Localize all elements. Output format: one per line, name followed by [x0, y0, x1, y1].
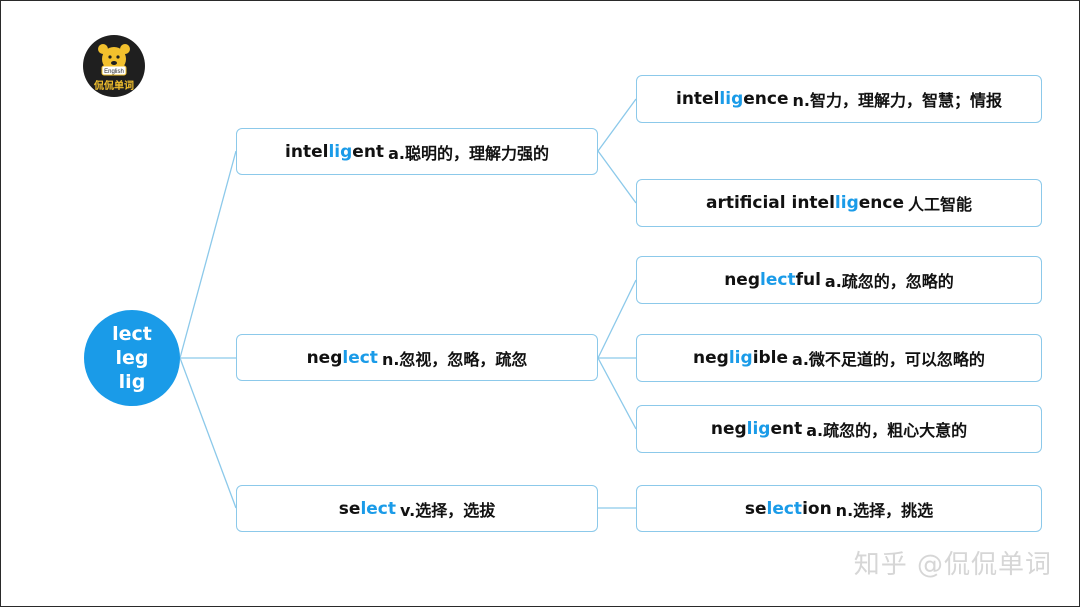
- node-negligible: negligible a.微不足道的，可以忽略的: [636, 334, 1042, 382]
- link-neglect-neglectful: [597, 279, 637, 359]
- word-root: lect: [342, 347, 378, 368]
- definition: a.疏忽的，粗心大意的: [806, 421, 968, 440]
- word-prefix: neg: [306, 347, 343, 368]
- word: selection: [745, 499, 832, 519]
- word-suffix: ful: [795, 270, 821, 290]
- word-suffix: ion: [802, 498, 832, 519]
- definition: n.智力，理解力，智慧；情报: [792, 91, 1002, 110]
- word-root: lect: [360, 498, 396, 519]
- logo-badge-text: English: [104, 69, 124, 75]
- definition: 人工智能: [908, 195, 973, 214]
- node-intelligent: intelligent a.聪明的，理解力强的: [236, 128, 598, 175]
- word-suffix: ent: [352, 141, 385, 162]
- word: select: [339, 499, 396, 519]
- word-suffix: ent: [770, 419, 803, 439]
- word-suffix: ible: [752, 348, 789, 368]
- node-artificial-intelligence: artificial intelligence 人工智能: [636, 179, 1042, 227]
- word: intelligent: [285, 142, 384, 162]
- word-root: lig: [719, 89, 744, 109]
- definition: a.聪明的，理解力强的: [388, 143, 549, 163]
- node-neglectful: neglectful a.疏忽的，忽略的: [636, 256, 1042, 304]
- link-neglect-negligent: [597, 357, 637, 430]
- link-intelligent-intelligence: [597, 98, 637, 152]
- word: negligible: [693, 348, 788, 368]
- word-prefix: neg: [710, 419, 747, 439]
- watermark: 知乎 @侃侃单词: [853, 550, 1052, 580]
- root-line: lect: [112, 323, 152, 345]
- word-root: lect: [766, 498, 803, 519]
- word-root: lig: [746, 419, 771, 439]
- word-root: lig: [328, 141, 353, 162]
- word-suffix: ence: [743, 89, 789, 109]
- definition: a.微不足道的，可以忽略的: [792, 350, 985, 369]
- word-root: lig: [834, 193, 859, 213]
- word-prefix: intel: [285, 141, 329, 162]
- link-intelligent-ai: [597, 150, 637, 204]
- logo: English 侃侃单词: [83, 35, 145, 97]
- node-selection: selection n.选择，挑选: [636, 485, 1042, 532]
- logo-text: 侃侃单词: [94, 81, 134, 92]
- node-intelligence: intelligence n.智力，理解力，智慧；情报: [636, 75, 1042, 123]
- word: artificial intelligence: [706, 193, 904, 213]
- root-node: lect leg lig: [84, 310, 180, 406]
- word: intelligence: [676, 89, 789, 109]
- word-prefix: neg: [693, 348, 729, 368]
- word-prefix: se: [744, 498, 767, 519]
- word-prefix: intel: [676, 89, 720, 109]
- word-root: lect: [760, 270, 796, 290]
- link-root-intelligent: [179, 150, 237, 359]
- definition: v.选择，选拔: [400, 500, 496, 520]
- word-prefix: artificial intel: [705, 193, 835, 213]
- definition: a.疏忽的，忽略的: [824, 272, 954, 291]
- root-line: leg: [115, 347, 149, 369]
- root-line: lig: [118, 371, 146, 393]
- word-root: lig: [728, 348, 753, 368]
- node-neglect: neglect n.忽视，忽略，疏忽: [236, 334, 598, 381]
- node-negligent: negligent a.疏忽的，粗心大意的: [636, 405, 1042, 453]
- link-root-select: [179, 357, 237, 509]
- bear-icon: English: [98, 44, 130, 76]
- word-suffix: ence: [858, 193, 904, 213]
- word-prefix: se: [338, 498, 361, 519]
- definition: n.忽视，忽略，疏忽: [381, 349, 528, 369]
- word-prefix: neg: [724, 270, 761, 290]
- word: negligent: [711, 419, 802, 439]
- word: neglect: [307, 348, 378, 368]
- definition: n.选择，挑选: [835, 500, 934, 520]
- node-select: select v.选择，选拔: [236, 485, 598, 532]
- word: neglectful: [724, 270, 821, 290]
